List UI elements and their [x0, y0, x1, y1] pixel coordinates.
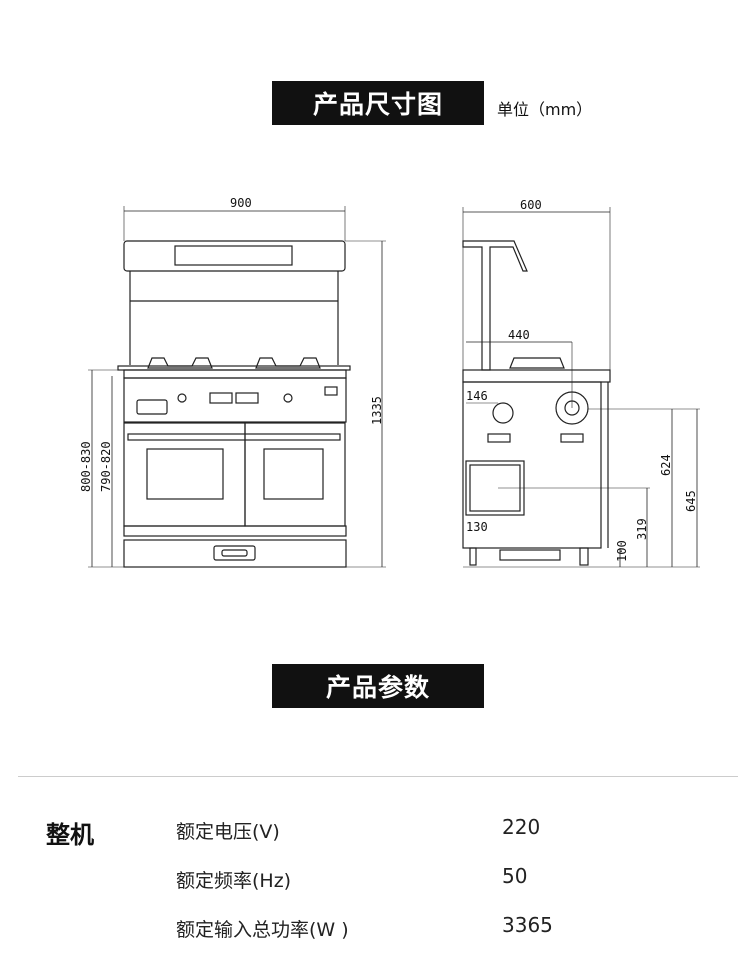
dim-height-100: 100 [615, 540, 629, 562]
dim-height-645: 645 [684, 490, 698, 512]
dim-pipe-offset: 146 [466, 389, 488, 403]
param-label: 额定频率(Hz) [176, 870, 292, 892]
dim-width: 900 [230, 196, 252, 210]
divider [18, 776, 738, 777]
param-value: 220 [502, 815, 541, 839]
front-view: 900 1335 800-830 790-820 [79, 196, 386, 568]
dim-height-624: 624 [659, 454, 673, 476]
dim-depth: 600 [520, 198, 542, 212]
dim-offset-130: 130 [466, 520, 488, 534]
param-label: 额定电压(V) [176, 821, 280, 843]
dim-height-range-2: 790-820 [99, 441, 113, 492]
param-label: 额定输入总功率(W ) [176, 919, 349, 941]
side-view: 600 440 146 130 100 319 624 645 [462, 198, 700, 568]
param-value: 50 [502, 864, 528, 888]
dim-height-319: 319 [635, 518, 649, 540]
dimensions-title: 产品尺寸图 [272, 81, 484, 125]
dim-total-height: 1335 [370, 396, 384, 425]
params-title: 产品参数 [272, 664, 484, 708]
unit-label: 单位（mm） [497, 100, 593, 119]
dimension-drawing: 900 1335 800-830 790-820 600 [79, 196, 700, 568]
dim-burner-depth: 440 [508, 328, 530, 342]
dim-height-range-1: 800-830 [79, 441, 93, 492]
group-label: 整机 [46, 821, 94, 849]
param-value: 3365 [502, 913, 553, 937]
